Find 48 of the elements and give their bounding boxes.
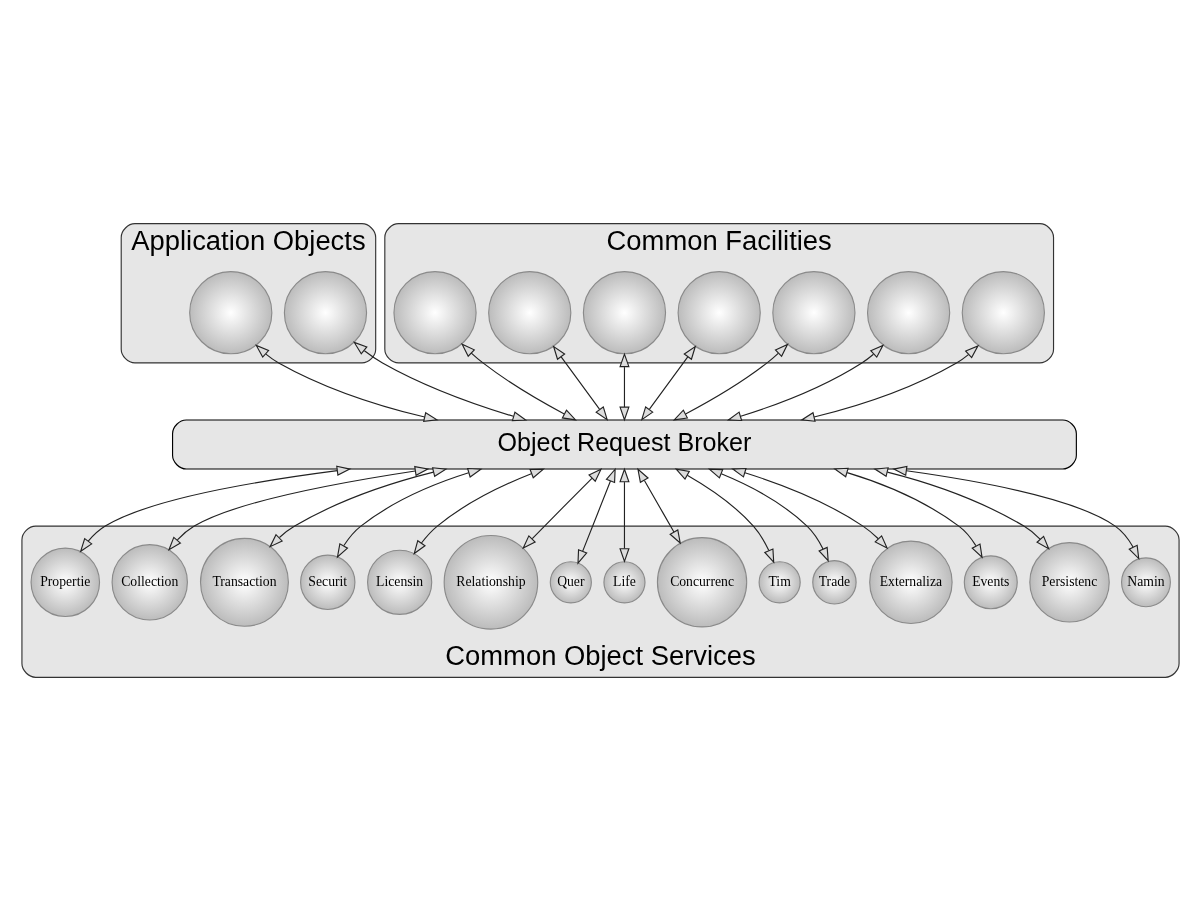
- node-circle: Securit: [300, 554, 356, 610]
- node-circle: [189, 270, 273, 354]
- arrow: [637, 467, 682, 544]
- node-circle: [866, 270, 951, 354]
- arrow: [707, 468, 829, 562]
- arrow: [336, 467, 483, 558]
- arrow: [577, 467, 616, 565]
- arrow: [674, 467, 775, 564]
- arrow: [552, 344, 609, 421]
- node-circle: Licensin: [367, 549, 433, 615]
- node-circle: Collection: [111, 543, 188, 621]
- arrow: [79, 465, 352, 553]
- arrow: [892, 465, 1140, 560]
- node-circle: [488, 270, 572, 354]
- node-circle: Externaliza: [869, 540, 953, 624]
- cluster: Application Objects: [120, 222, 377, 363]
- arrow: [619, 351, 630, 421]
- node-circle: [677, 270, 761, 354]
- node-circle: [582, 270, 667, 354]
- node-box: Object Request Broker: [172, 418, 1077, 470]
- arrow: [726, 343, 885, 421]
- arrow: [522, 467, 603, 549]
- arrow: [353, 340, 528, 421]
- node-circle: Concurrenc: [656, 536, 748, 627]
- arrow: [672, 342, 789, 421]
- arrow: [873, 466, 1050, 550]
- arrow: [619, 467, 630, 563]
- node-circle: [961, 270, 1045, 354]
- arrow: [640, 344, 697, 421]
- arrow: [167, 465, 430, 551]
- node-circle: Persistenc: [1029, 541, 1110, 623]
- node-circle: Propertie: [30, 547, 101, 617]
- node-circle: Events: [963, 554, 1018, 609]
- node-circle: Transaction: [199, 537, 289, 627]
- arrow: [833, 467, 983, 559]
- arrow: [800, 344, 980, 422]
- arrow: [460, 342, 578, 421]
- node-circle: Trade: [812, 559, 857, 605]
- node-circle: Namin: [1121, 556, 1171, 607]
- arrow: [255, 343, 439, 422]
- arrow: [413, 468, 546, 555]
- node-circle: [393, 270, 477, 354]
- node-circle: [772, 270, 856, 354]
- node-circle: Tim: [758, 560, 801, 603]
- arrow: [268, 466, 448, 548]
- node-circle: Life: [603, 560, 646, 603]
- node-circle: Quer: [549, 560, 592, 603]
- arrow: [731, 467, 889, 549]
